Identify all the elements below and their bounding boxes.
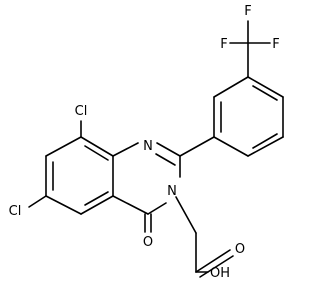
trifluoromethyl-bonds (229, 20, 271, 78)
atom-f-right: F (272, 37, 279, 52)
atom-o-carbonyl: O (143, 235, 153, 250)
atom-o-hydroxyl: OH (210, 266, 230, 281)
phenyl-ring (179, 76, 284, 157)
atom-f-top: F (244, 4, 251, 19)
atom-cl-left: Cl (9, 204, 22, 219)
atom-n3: N (167, 184, 177, 199)
benzo-ring (45, 136, 114, 215)
chemical-structure-canvas: Cl Cl N N O OH O F F F (9, 4, 284, 281)
acetic-acid-bonds (175, 196, 234, 278)
atom-o-acid: O (235, 242, 245, 257)
molecule-drawing: Cl Cl N N O OH O F F F (9, 4, 284, 281)
atom-cl-top: Cl (75, 104, 88, 119)
pyrimidinone-ring (112, 142, 181, 233)
atom-n1: N (143, 139, 153, 154)
chloro-bonds (28, 120, 82, 208)
atom-f-left: F (220, 37, 227, 52)
